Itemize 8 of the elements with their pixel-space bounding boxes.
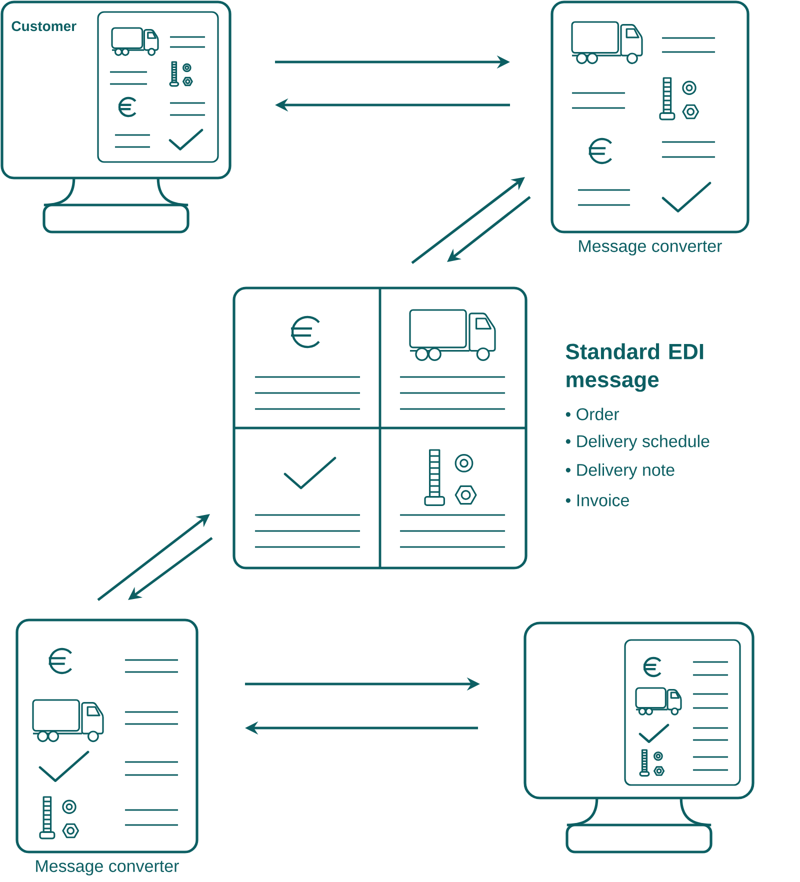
bullet-item: • Delivery note xyxy=(566,463,674,480)
node-title: Customer xyxy=(12,21,76,32)
node-label: Message converter xyxy=(36,860,179,876)
bullet-item: • Order xyxy=(566,408,620,420)
bullet-item: • Invoice xyxy=(566,494,629,506)
node-label: Message converter xyxy=(579,240,722,256)
bullet-item: • Delivery schedule xyxy=(566,434,710,451)
heading: Standard EDI message xyxy=(566,343,704,392)
